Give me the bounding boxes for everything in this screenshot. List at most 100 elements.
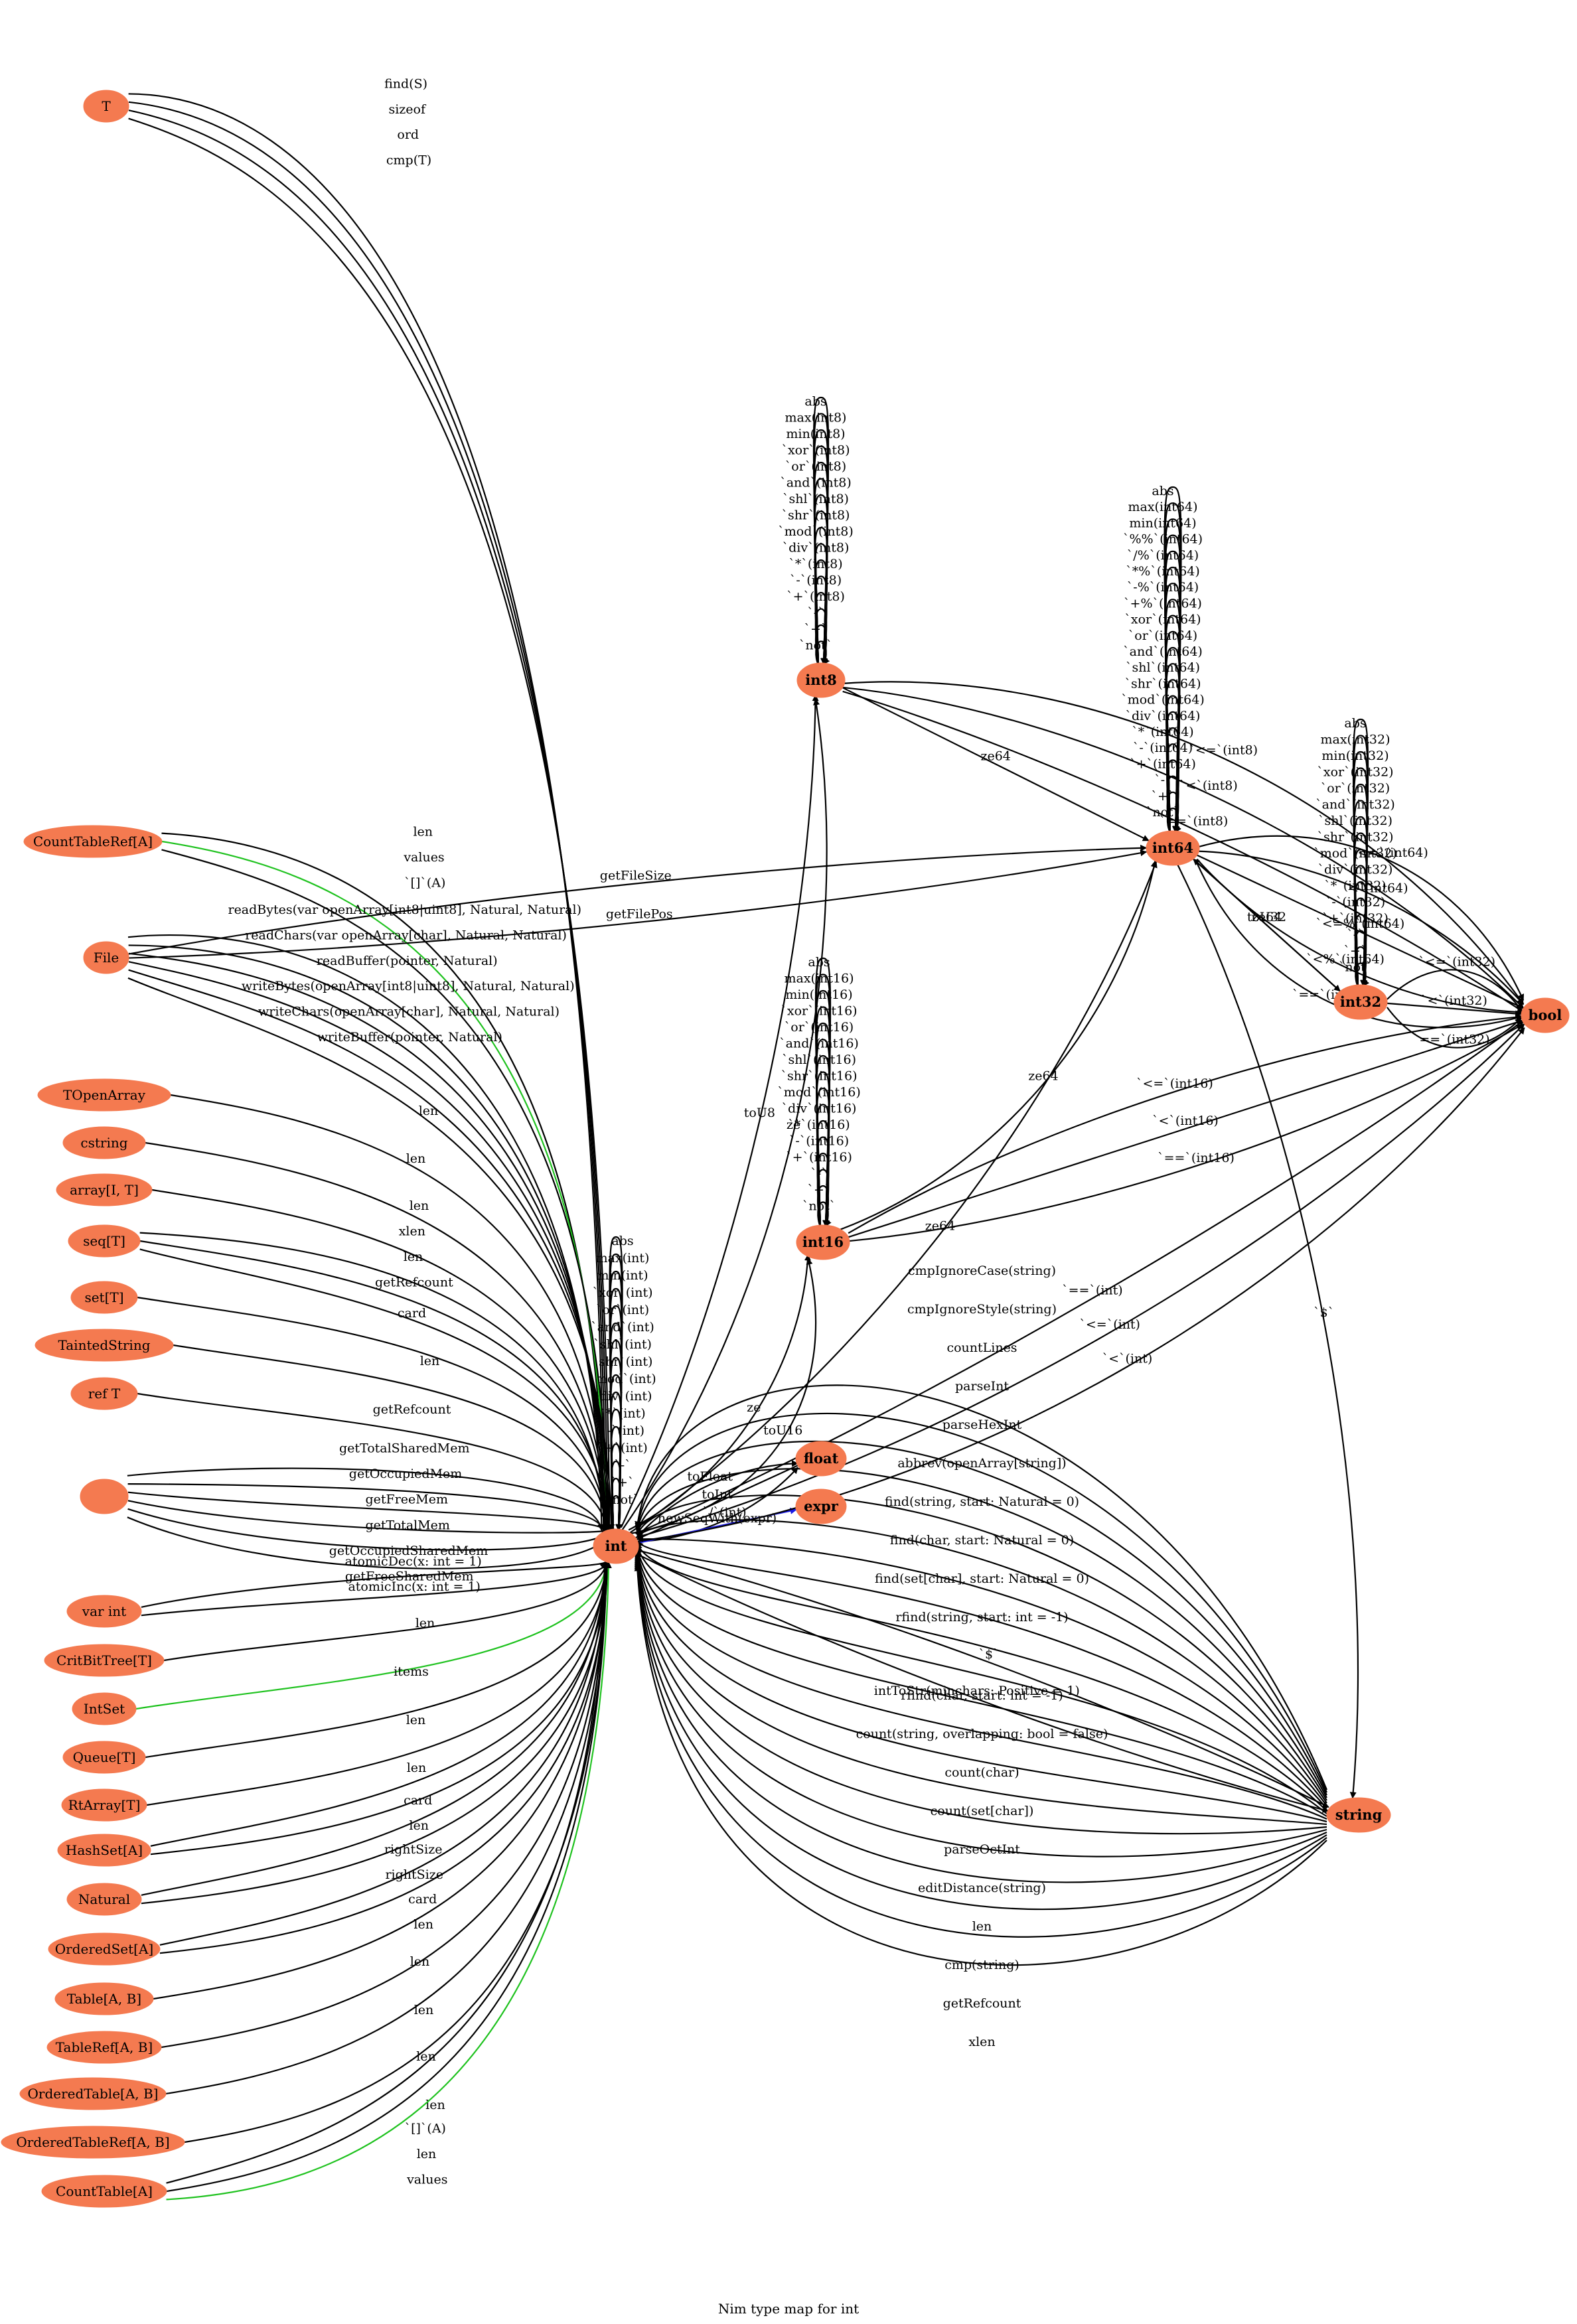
self-loop-label: `div`(int16): [782, 1102, 857, 1116]
node-ellipse: [66, 1595, 142, 1628]
node-label: set[T]: [84, 1289, 123, 1305]
edge-path: [159, 1561, 611, 1954]
edge-path: [1177, 865, 1359, 1799]
self-loop-label: `+`: [1152, 789, 1175, 804]
edge-arrayit-to-int: len: [151, 1189, 610, 1531]
node-label: array[I, T]: [70, 1182, 139, 1198]
edge-string-to-int: find(char, start: Natural = 0): [637, 1533, 1327, 1809]
self-loop-label: `or`(int): [596, 1303, 649, 1317]
graph-caption: Nim type map for int: [718, 2301, 859, 2317]
self-loop-label: `-`(int16): [789, 1134, 849, 1149]
node-ellipse: [41, 2175, 167, 2208]
node-label: CritBitTree[T]: [56, 1652, 152, 1668]
edge-path: [139, 1232, 608, 1531]
node-ellipse: [23, 825, 163, 858]
edge-path: [139, 1240, 610, 1531]
edge-label: getFileSize: [600, 868, 672, 883]
self-loops-int8: absmax(int8)min(int8)`xor`(int8)`or`(int…: [778, 394, 854, 665]
self-loop-label: `+`: [611, 1475, 635, 1490]
node-label: File: [94, 950, 119, 966]
edge-string-to-int: editDistance(string): [634, 1556, 1327, 1895]
self-loop-label: `div`(int8): [783, 541, 850, 555]
edge-path: [634, 1558, 1327, 1883]
self-loop-path: [817, 1201, 832, 1227]
edge-int-to-string: `$`: [637, 1549, 1329, 1808]
node-float: float: [795, 1441, 847, 1477]
node-orderedtablerefab: OrderedTableRef[A, B]: [1, 2126, 185, 2159]
edge-label: getFilePos: [606, 907, 673, 922]
self-loop-label: `mod`(int): [589, 1372, 656, 1386]
edge-path: [634, 1552, 1327, 1826]
self-loop-label: `*`(int): [599, 1406, 645, 1421]
edge-path: [184, 1561, 610, 2143]
self-loop-path: [611, 1494, 623, 1531]
edge-int8-to-bool: `<`(int8): [842, 686, 1525, 1009]
edge-path: [637, 1549, 1329, 1808]
edge-label: len: [417, 2147, 437, 2161]
self-loop-label: abs: [804, 394, 826, 409]
self-loop-label: `*`(int16): [788, 1118, 850, 1132]
node-intset: IntSet: [72, 1692, 137, 1725]
node-ellipse: [1521, 997, 1570, 1033]
edge-path: [1197, 850, 1524, 1005]
edge-label: rightSize: [385, 1867, 443, 1882]
self-loop-label: `or`(int16): [785, 1020, 854, 1035]
node-taintedstring: TaintedString: [35, 1329, 174, 1362]
self-loop-label: min(int16): [785, 987, 852, 1002]
edge-path: [635, 1441, 1327, 1796]
edge-int16-to-bool: `<=`(int16): [848, 1013, 1523, 1234]
edge-int64-to-string: `$`: [1177, 865, 1359, 1799]
node-ellipse: [66, 1883, 142, 1916]
self-loop-label: `mod`(int32): [1314, 846, 1397, 861]
edge-path: [166, 1561, 612, 2201]
edge-unnamed-to-int: getOccupiedSharedMem: [127, 1508, 611, 1558]
self-loops-int: absmax(int)min(int)`xor`(int)`or`(int)`a…: [589, 1234, 656, 1531]
nodes-layer: TCountTableRef[A]FileTOpenArraycstringar…: [1, 90, 1570, 2208]
self-loop-label: `mod`(int16): [777, 1085, 861, 1100]
edge-path: [128, 849, 1148, 959]
edge-label: ze64: [980, 749, 1010, 764]
node-label: T: [102, 98, 111, 114]
self-loop-label: `-`(int8): [790, 573, 842, 588]
edge-int64-to-bool: `<=%`(int64): [1197, 854, 1525, 1009]
edge-t-to-int: ord: [128, 109, 611, 1531]
edge-path: [128, 109, 611, 1531]
edge-path: [635, 1468, 1327, 1798]
node-counttablerefa: CountTableRef[A]: [23, 825, 163, 858]
edge-path: [1197, 854, 1525, 1009]
edge-string-to-int: abbrev(openArray[string]): [637, 1456, 1327, 1804]
edge-label: len: [420, 1354, 440, 1368]
edge-label: `<=`(int32): [1418, 955, 1495, 970]
node-label: RtArray[T]: [68, 1797, 141, 1813]
edge-label: len: [406, 1151, 426, 1166]
self-loop-label: `-`(int32): [1325, 895, 1385, 910]
edge-intset-to-int: items: [135, 1561, 610, 1710]
edge-path: [840, 860, 1158, 1230]
node-reft: ref T: [70, 1377, 138, 1410]
self-loop-label: `xor`(int8): [781, 443, 850, 458]
edge-label: writeBuffer(pointer, Natural): [317, 1030, 502, 1045]
edge-path: [128, 101, 609, 1531]
edge-label: getTotalSharedMem: [339, 1441, 470, 1456]
edge-label: find(string, start: Natural = 0): [885, 1494, 1079, 1509]
edge-hashseta-to-int: card: [150, 1561, 609, 1847]
self-loops-layer: absmax(int8)min(int8)`xor`(int8)`or`(int…: [589, 394, 1397, 1531]
self-loop-label: `xor`(int32): [1317, 765, 1393, 780]
edge-label: countLines: [946, 1341, 1017, 1355]
edge-label: `[]`(A): [404, 875, 445, 890]
edge-int-to-int64: ze64: [629, 861, 1158, 1534]
edge-path: [636, 1542, 1327, 1812]
node-ellipse: [56, 1173, 153, 1206]
node-label: OrderedSet[A]: [55, 1941, 153, 1957]
self-loop-label: `or`(int8): [785, 459, 846, 474]
edge-label: atomicInc(x: int = 1): [348, 1579, 481, 1594]
node-label: TOpenArray: [63, 1087, 146, 1103]
edge-label: toInt: [702, 1487, 733, 1502]
edge-label: parseInt: [955, 1379, 1009, 1394]
edges-layer: find(S)sizeofordcmp(T)lenvalues`[]`(A)ge…: [127, 76, 1525, 2201]
edge-path: [1387, 1002, 1523, 1017]
node-label: int8: [805, 672, 837, 688]
node-t: T: [83, 90, 129, 123]
node-label: bool: [1529, 1007, 1562, 1023]
edge-file-to-int64: getFileSize: [128, 844, 1148, 955]
